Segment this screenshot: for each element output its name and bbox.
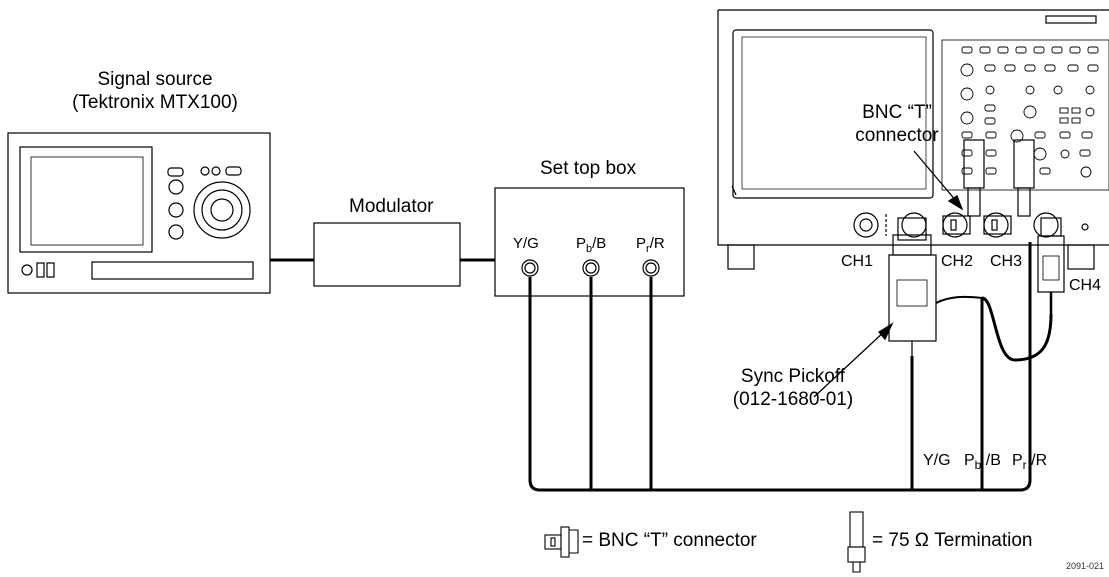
bnc-t-callout: BNC “T” connector <box>842 102 952 148</box>
sync-pickoff-line2: (012-1680-01) <box>732 388 854 410</box>
signal-source-device <box>7 132 271 294</box>
termination-icon <box>847 511 866 573</box>
signal-source-line2: (Tektronix MTX100) <box>72 91 238 113</box>
sync-pickoff-callout: Sync Pickoff (012-1680-01) <box>718 366 868 412</box>
sync-pickoff-line1: Sync Pickoff <box>740 366 846 387</box>
signal-source-line1: Signal source <box>97 69 213 90</box>
set-top-box-label: Set top box <box>540 158 637 179</box>
cable-label-yg: Y/G <box>923 452 951 469</box>
ch4-label: CH4 <box>1069 277 1102 294</box>
signal-cables <box>270 242 1053 492</box>
modulator-box <box>313 222 461 287</box>
stb-port-pb: Pb/B <box>576 235 607 255</box>
modulator-label: Modulator <box>349 196 434 217</box>
ch4-termination <box>1037 217 1065 314</box>
bnc-t-connectors <box>942 139 1035 235</box>
figure-id: 2091-021 <box>1066 561 1105 571</box>
bnc-t-connector-icon <box>544 526 579 558</box>
sync-pickoff <box>888 217 983 360</box>
legend-icons <box>544 511 866 573</box>
stb-port-pr: Pr/R <box>636 235 665 255</box>
stb-port-yg: Y/G <box>513 235 539 252</box>
callout-arrows <box>813 150 964 398</box>
legend-termination-text: = 75 Ω Termination <box>872 530 1033 551</box>
legend-bnc-t-text: = BNC “T” connector <box>582 530 757 551</box>
signal-source-title: Signal source (Tektronix MTX100) <box>70 69 240 115</box>
bnc-t-callout-line1: BNC “T” <box>862 102 932 123</box>
cable-label-pb: Pb /B <box>964 452 1001 473</box>
oscilloscope <box>717 9 1109 270</box>
ch3-label: CH3 <box>990 253 1023 270</box>
bnc-t-callout-line2: connector <box>855 124 939 146</box>
ch2-label: CH2 <box>941 253 974 270</box>
cable-label-pr: Pr /R <box>1012 452 1048 473</box>
ch1-label: CH1 <box>841 253 874 270</box>
